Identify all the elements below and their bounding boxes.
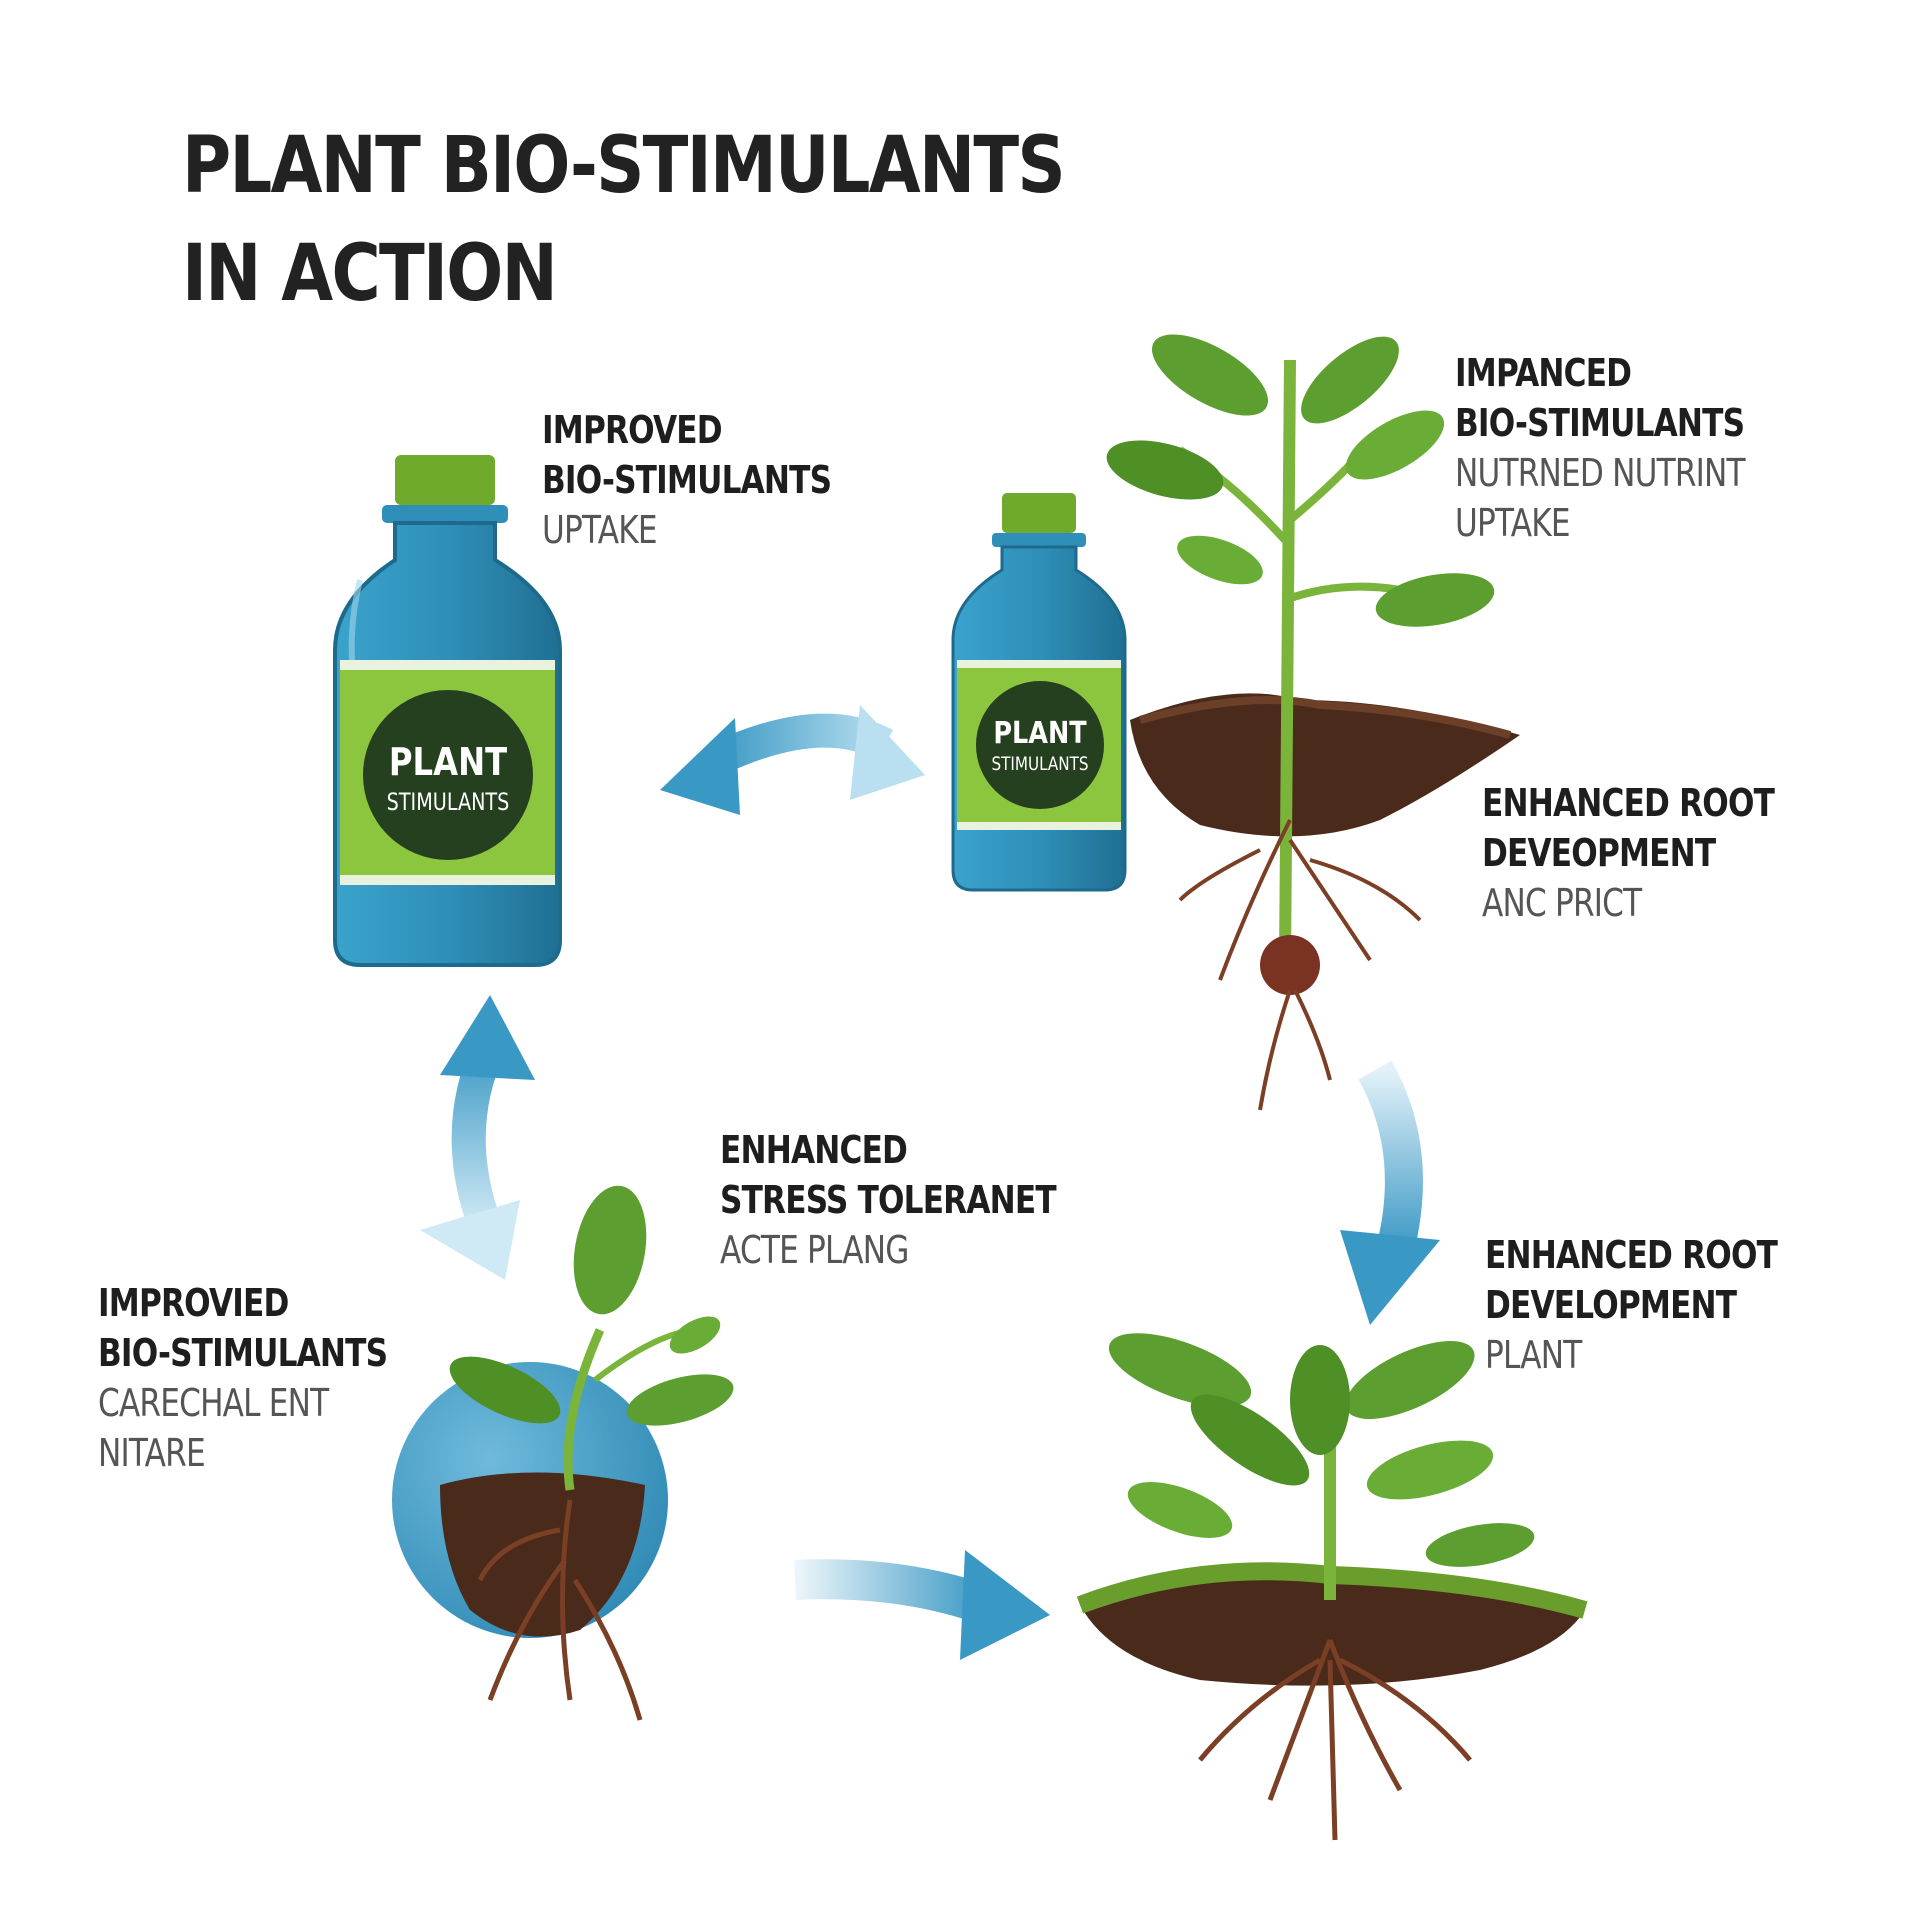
arrow-right-icon — [794, 1550, 1050, 1660]
double-arrow-horizontal-icon — [660, 705, 925, 815]
page-title: PLANT BIO-STIMULANTS IN ACTION — [182, 112, 1066, 328]
large-bottle-label-line2: STIMULANTS — [387, 789, 510, 817]
label-bottom-right-line1: ENHANCED ROOT — [1485, 1233, 1778, 1277]
label-bottom-right-line2: DEVELOPMENT — [1485, 1283, 1737, 1327]
label-top-left-line3: UPTAKE — [542, 508, 658, 552]
label-middle-right-line3: ANC PRICT — [1482, 881, 1642, 925]
label-top-right-line2: BIO-STIMULANTS — [1455, 401, 1745, 445]
label-middle-right-line1: ENHANCED ROOT — [1482, 781, 1775, 825]
label-bottom-left-line1: IMPROVIED — [98, 1281, 289, 1325]
arrow-down-icon — [1340, 1060, 1440, 1325]
mature-plant-icon — [1076, 1333, 1588, 1841]
label-bottom-left-line3: CARECHAL ENT — [98, 1381, 329, 1425]
label-bottom-left-line4: NITARE — [98, 1431, 206, 1475]
label-top-right-line4: UPTAKE — [1455, 501, 1571, 545]
title-line-1: PLANT BIO-STIMULANTS — [182, 121, 1066, 211]
label-bottom-left-line2: BIO-STIMULANTS — [98, 1331, 388, 1375]
sprouting-plant-with-roots-icon — [1106, 334, 1520, 1111]
small-bottle-icon: PLANT STIMULANTS — [951, 493, 1127, 892]
label-bottom-right: ENHANCED ROOT DEVELOPMENT PLANT — [1485, 1230, 1778, 1380]
label-center-line2: STRESS TOLERANET — [720, 1178, 1057, 1222]
label-top-right-line3: NUTRNED NUTRINT — [1455, 451, 1746, 495]
large-bottle-icon: PLANT STIMULANTS — [333, 455, 562, 967]
title-line-2: IN ACTION — [182, 229, 558, 319]
label-top-left-line1: IMPROVED — [542, 408, 723, 452]
large-bottle-label-line1: PLANT — [389, 741, 507, 785]
label-top-right-line1: IMPANCED — [1455, 351, 1632, 395]
label-center: ENHANCED STRESS TOLERANET ACTE PLANG — [720, 1125, 1057, 1275]
label-top-left: IMPROVED BIO-STIMULANTS UPTAKE — [542, 405, 832, 555]
small-bottle-label-line2: STIMULANTS — [991, 753, 1088, 775]
globe-seedling-icon — [392, 1185, 734, 1721]
label-bottom-right-line3: PLANT — [1485, 1333, 1582, 1377]
label-center-line3: ACTE PLANG — [720, 1228, 909, 1272]
label-top-right: IMPANCED BIO-STIMULANTS NUTRNED NUTRINT … — [1455, 348, 1746, 548]
label-middle-right-line2: DEVEOPMENT — [1482, 831, 1716, 875]
small-bottle-label-line1: PLANT — [993, 715, 1086, 751]
label-center-line1: ENHANCED — [720, 1128, 908, 1172]
label-bottom-left: IMPROVIED BIO-STIMULANTS CARECHAL ENT NI… — [98, 1278, 388, 1478]
double-arrow-vertical-icon — [420, 995, 535, 1280]
label-top-left-line2: BIO-STIMULANTS — [542, 458, 832, 502]
label-middle-right: ENHANCED ROOT DEVEOPMENT ANC PRICT — [1482, 778, 1775, 928]
